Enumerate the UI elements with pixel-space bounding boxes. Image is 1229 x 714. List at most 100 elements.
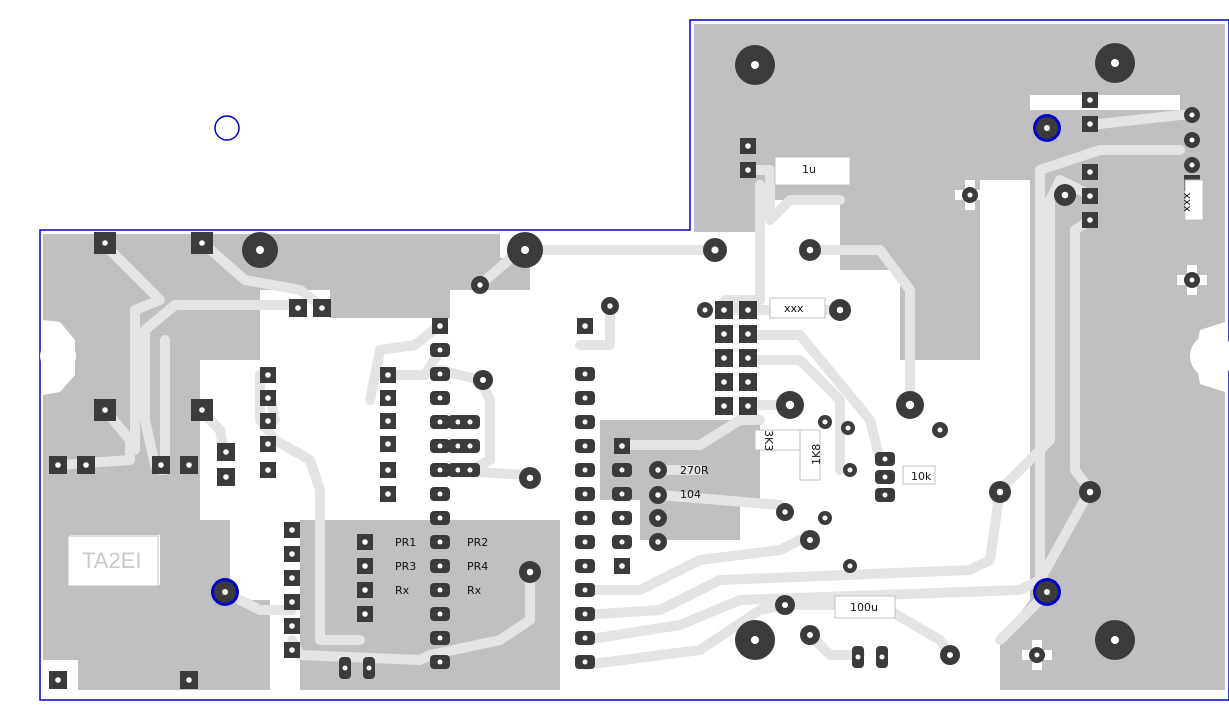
drill-hole [1087,193,1093,199]
drill-hole [582,635,588,641]
label-104: 104 [680,488,701,501]
thermal-pads [962,187,1200,663]
round-pads [471,107,1200,665]
silkscreen [67,156,1204,619]
drill-hole [437,371,443,377]
drill-hole [385,491,391,497]
drill-hole [702,307,708,313]
label-1k8: 1K8 [810,444,823,465]
label-xxx-right: xxx [1180,192,1193,212]
label-rx-right: Rx [467,584,482,597]
drill-hole [437,443,443,449]
drill-hole [1061,191,1069,199]
drill-hole [362,587,368,593]
label-3k3: 3K3 [762,430,775,451]
drill-hole [721,355,727,361]
drill-hole [582,515,588,521]
drill-hole [467,467,473,473]
oval-pads [339,343,895,679]
drill-hole [1087,169,1093,175]
drill-hole [362,539,368,545]
drill-hole [882,474,888,480]
drill-hole [619,539,625,545]
label-pr1: PR1 [395,536,416,549]
drill-hole [745,403,751,409]
drill-hole [342,665,348,671]
drill-hole [385,441,391,447]
drill-hole [102,240,108,246]
drill-hole [455,419,461,425]
drill-hole [905,400,915,410]
drill-hole [55,462,61,468]
drill-hole [455,467,461,473]
drill-hole [807,632,813,638]
drill-hole [265,395,271,401]
square-pads [49,92,1200,689]
drill-hole [745,167,751,173]
drill-hole [619,515,625,521]
drill-hole [806,246,814,254]
drill-hole [480,377,486,383]
drill-hole [199,407,205,413]
drill-hole [655,492,661,498]
drill-hole [619,563,625,569]
drill-hole [937,427,943,433]
drill-hole [847,467,853,473]
drill-hole [721,379,727,385]
drill-hole [385,418,391,424]
drill-hole [467,443,473,449]
drill-hole [619,443,625,449]
drill-hole [582,587,588,593]
drill-hole [437,635,443,641]
label-pr3: PR3 [395,560,416,573]
drill-hole [836,306,844,314]
brand-text: TA2EI [82,548,142,573]
drill-hole [582,611,588,617]
drill-hole [711,246,719,254]
drill-hole [1087,97,1093,103]
drill-hole [745,307,751,313]
drill-hole [83,462,89,468]
drill-hole [477,282,483,288]
drill-hole [855,654,861,660]
drill-hole [721,403,727,409]
drill-hole [265,467,271,473]
drill-hole [582,467,588,473]
drill-hole [265,441,271,447]
drill-hole [745,379,751,385]
drill-hole [319,305,325,311]
drill-hole [467,419,473,425]
drill-hole [437,467,443,473]
drill-hole [199,240,205,246]
label-xxx-mid: xxx [784,302,804,315]
drill-hole [879,654,885,660]
drill-hole [437,395,443,401]
drill-hole [882,492,888,498]
drill-hole [437,611,443,617]
drill-hole [526,568,534,576]
drill-hole [289,527,295,533]
drill-hole [822,419,828,425]
label-100u: 100u [850,601,878,614]
drill-hole [745,143,751,149]
drill-hole [582,395,588,401]
drill-hole [822,515,828,521]
drill-hole [362,611,368,617]
drill-hole [437,419,443,425]
drill-hole [745,331,751,337]
drill-hole [1189,112,1195,118]
label-pr4: PR4 [467,560,488,573]
drill-hole [1086,488,1094,496]
drill-hole [947,652,953,658]
label-1u: 1u [802,163,816,176]
drill-hole [582,659,588,665]
drill-hole [1189,162,1195,168]
drill-hole [721,331,727,337]
drill-hole [619,491,625,497]
drill-hole [223,474,229,480]
drill-hole [186,677,192,683]
drill-hole [265,372,271,378]
drill-hole [223,449,229,455]
drill-hole [55,677,61,683]
